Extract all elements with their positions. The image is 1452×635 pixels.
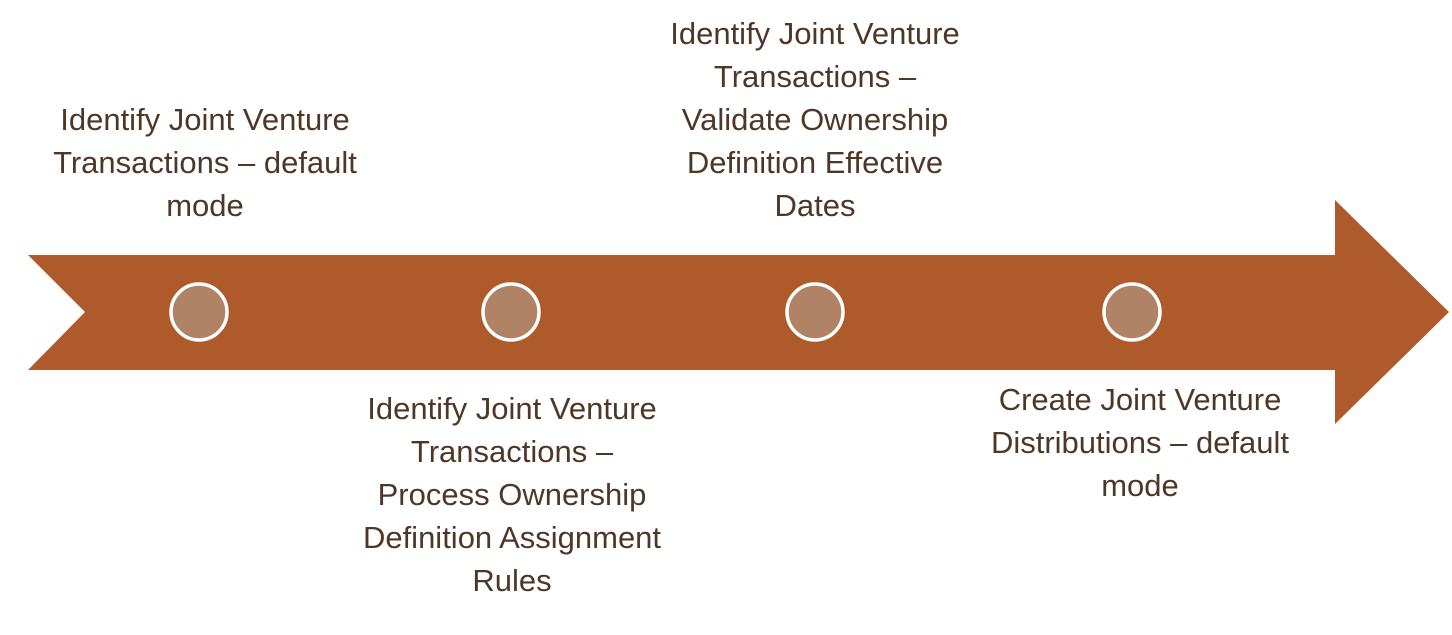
label-line: Process Ownership — [377, 477, 647, 512]
label-line: Definition Assignment — [362, 520, 662, 555]
milestone-marker-2 — [481, 282, 541, 342]
milestone-label-3: Identify Joint Venture Transactions – Va… — [605, 12, 1025, 227]
label-line: Distributions – default — [990, 425, 1290, 460]
milestone-marker-4 — [1102, 282, 1162, 342]
label-line: Identify Joint Venture — [367, 391, 657, 426]
milestone-label-1: Identify Joint Venture Transactions – de… — [0, 98, 415, 227]
label-line: Transactions – — [410, 434, 614, 469]
label-line: Validate Ownership — [681, 102, 949, 137]
label-line: mode — [1101, 468, 1179, 503]
label-line: Rules — [472, 563, 552, 598]
label-line: Identify Joint Venture — [670, 16, 960, 51]
label-line: Transactions – default — [53, 145, 357, 180]
label-line: Transactions – — [713, 59, 917, 94]
label-line: Dates — [774, 188, 856, 223]
milestone-marker-1 — [169, 282, 229, 342]
arrow-shape — [28, 200, 1449, 424]
label-line: Definition Effective — [686, 145, 944, 180]
label-line: Identify Joint Venture — [60, 102, 350, 137]
label-line: mode — [166, 188, 244, 223]
milestone-label-4: Create Joint Venture Distributions – def… — [930, 378, 1350, 507]
label-line: Create Joint Venture — [998, 382, 1282, 417]
milestone-label-2: Identify Joint Venture Transactions – Pr… — [302, 387, 722, 602]
milestone-marker-3 — [785, 282, 845, 342]
